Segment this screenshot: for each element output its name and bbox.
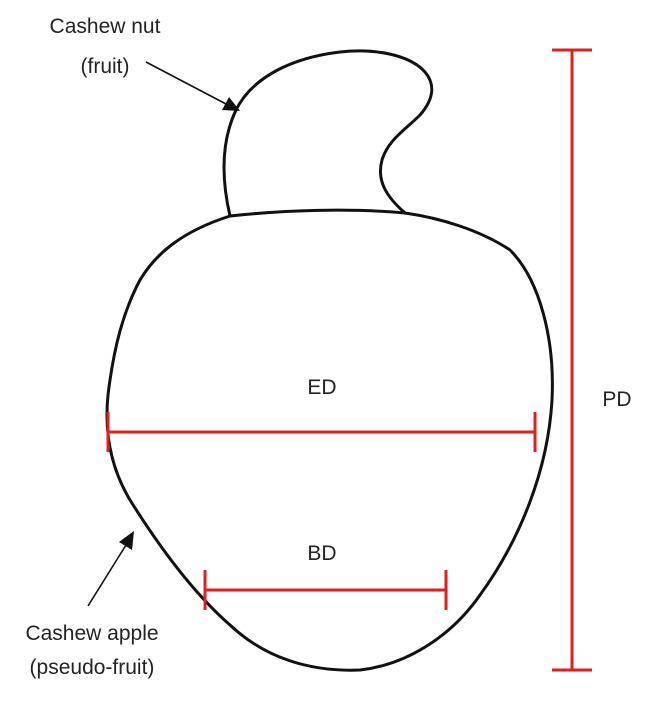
cashew-nut-label-line1: Cashew nut: [50, 15, 161, 38]
apple-pointer-arrow: [87, 531, 134, 607]
nut-pointer-arrow: [145, 61, 240, 111]
cashew-nut-label-line2: (fruit): [81, 55, 130, 78]
pd-measure: [552, 48, 592, 672]
ed-label: ED: [307, 376, 336, 399]
bd-measure: [203, 570, 448, 610]
ed-measure: [106, 412, 537, 452]
cashew-nut-outline: [222, 49, 434, 218]
bd-label: BD: [307, 542, 336, 565]
pd-label: PD: [602, 388, 631, 411]
cashew-apple-label-line2: (pseudo-fruit): [30, 656, 155, 679]
cashew-apple-label-line1: Cashew apple: [25, 622, 158, 645]
cashew-apple-outline: [105, 208, 554, 672]
